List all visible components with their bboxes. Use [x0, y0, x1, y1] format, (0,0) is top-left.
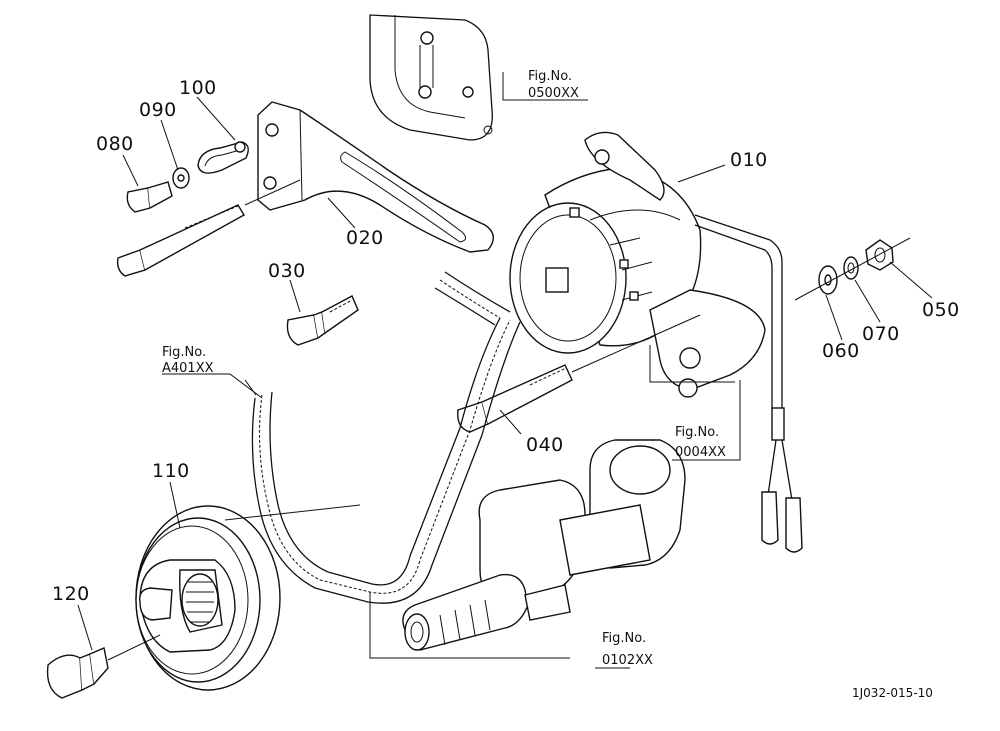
- leader-lines: [77, 72, 933, 669]
- label-030: 030: [268, 260, 306, 282]
- label-120: 120: [52, 583, 90, 605]
- bolt-030: [286, 295, 359, 346]
- label-010: 010: [730, 149, 768, 171]
- bolt-080: [126, 181, 173, 213]
- alternator-bracket: [257, 101, 494, 253]
- engine-block-outline: [369, 14, 493, 141]
- flat-washer-060: [818, 265, 838, 295]
- fig-ref-0004xx: 0004XX: [675, 445, 726, 460]
- label-050: 050: [922, 299, 960, 321]
- fig-label-wiring: Fig.No.: [675, 425, 719, 440]
- wiring-bracket-line: [649, 345, 735, 383]
- crankshaft: [402, 439, 686, 651]
- fig-label-crank: Fig.No.: [602, 631, 646, 646]
- fig-ref-0500xx: 0500XX: [528, 86, 579, 101]
- washer-090: [172, 167, 190, 189]
- alternator: [509, 131, 803, 553]
- fig-label-belt: Fig.No.: [162, 345, 206, 360]
- label-070: 070: [862, 323, 900, 345]
- crank-pulley: [135, 504, 361, 691]
- stud-axis-line: [794, 237, 911, 301]
- label-110: 110: [152, 460, 190, 482]
- drawing-code: 1J032-015-10: [852, 686, 933, 700]
- fig-ref-a401xx: A401XX: [162, 361, 214, 376]
- label-060: 060: [822, 340, 860, 362]
- fig-label-engine: Fig.No.: [528, 69, 572, 84]
- label-090: 090: [139, 99, 177, 121]
- fig-ref-0102xx: 0102XX: [602, 653, 653, 668]
- bolt-120: [46, 634, 161, 699]
- spring-washer-070: [843, 256, 859, 280]
- label-080: 080: [96, 133, 134, 155]
- ring-link-100: [197, 141, 249, 174]
- stud-bolt: [116, 179, 301, 277]
- label-020: 020: [346, 227, 384, 249]
- label-040: 040: [526, 434, 564, 456]
- part-labels: 010 020 030 040 050 060 070 080 090 100 …: [52, 77, 960, 605]
- fan-belt: [251, 271, 521, 604]
- figure-references: Fig.No. 0500XX Fig.No. A401XX Fig.No. 00…: [162, 69, 726, 668]
- label-100: 100: [179, 77, 217, 99]
